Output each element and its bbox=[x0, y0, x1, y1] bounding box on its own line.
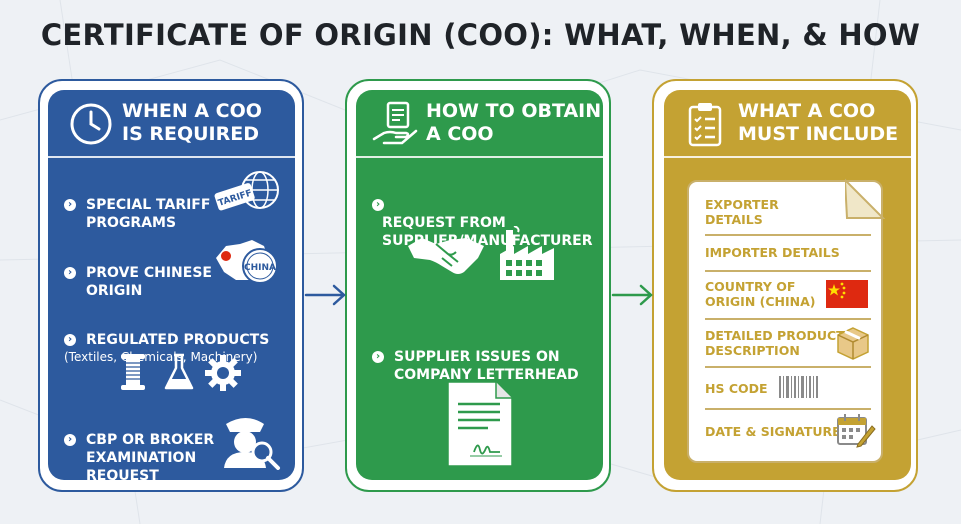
chevron-right-icon: › bbox=[64, 434, 76, 446]
divider bbox=[705, 318, 871, 320]
package-icon bbox=[837, 327, 869, 360]
chevron-right-icon: › bbox=[64, 199, 76, 211]
item-label: SPECIAL TARIFF PROGRAMS bbox=[86, 197, 211, 231]
list-item: › SUPPLIER ISSUES ON COMPANY LETTERHEAD bbox=[372, 330, 579, 384]
panel-heading: WHAT A COO MUST INCLUDE bbox=[738, 100, 899, 145]
officer-magnifier-icon bbox=[224, 418, 280, 470]
handshake-icon bbox=[408, 238, 484, 274]
page-title: CERTIFICATE OF ORIGIN (COO): WHAT, WHEN,… bbox=[40, 18, 921, 52]
panel-heading: WHEN A COO IS REQUIRED bbox=[122, 100, 262, 145]
clipboard-checklist-icon bbox=[688, 103, 722, 147]
when-coo-required-panel: WHEN A COO IS REQUIRED › SPECIAL TARIFF P… bbox=[48, 90, 295, 480]
calendar-pen-icon bbox=[837, 414, 876, 448]
panel-header: WHAT A COO MUST INCLUDE bbox=[664, 90, 911, 156]
china-map-stamp-icon: CHINA bbox=[216, 240, 278, 284]
doc-row-signature: DATE & SIGNATURE bbox=[705, 424, 841, 439]
chevron-right-icon: › bbox=[372, 199, 384, 211]
doc-row-product: DETAILED PRODUCT DESCRIPTION bbox=[705, 328, 845, 358]
item-label: PROVE CHINESE ORIGIN bbox=[86, 265, 212, 299]
doc-row-country: COUNTRY OF ORIGIN (CHINA) bbox=[705, 279, 816, 309]
barcode-icon bbox=[779, 376, 818, 398]
list-item: › SPECIAL TARIFF PROGRAMS bbox=[64, 178, 210, 232]
divider bbox=[705, 270, 871, 272]
tariff-tag-globe-icon: TARIFF bbox=[214, 171, 279, 211]
arrow-right-icon bbox=[304, 284, 346, 306]
gear-icon bbox=[205, 355, 241, 391]
doc-row-importer: IMPORTER DETAILS bbox=[705, 245, 840, 260]
page-fold-icon bbox=[845, 178, 885, 219]
chevron-right-icon: › bbox=[372, 351, 384, 363]
item-label: SUPPLIER ISSUES ON COMPANY LETTERHEAD bbox=[394, 349, 579, 383]
divider bbox=[705, 234, 871, 236]
list-item: › CBP OR BROKER EXAMINATION REQUEST bbox=[64, 413, 214, 480]
divider bbox=[705, 408, 871, 410]
panel-header: HOW TO OBTAIN A COO bbox=[356, 90, 603, 156]
coo-document-card: EXPORTER DETAILS IMPORTER DETAILS COUNTR… bbox=[687, 180, 883, 463]
item-label: CBP OR BROKER EXAMINATION REQUEST bbox=[86, 432, 215, 480]
hand-document-icon bbox=[372, 101, 418, 145]
doc-row-exporter: EXPORTER DETAILS bbox=[705, 197, 779, 227]
panel-heading: HOW TO OBTAIN A COO bbox=[426, 100, 602, 145]
chevron-right-icon: › bbox=[64, 267, 76, 279]
china-flag-icon bbox=[826, 280, 868, 308]
flask-icon bbox=[164, 353, 194, 390]
divider bbox=[356, 156, 603, 158]
doc-row-hscode: HS CODE bbox=[705, 381, 768, 396]
divider bbox=[664, 156, 911, 158]
chevron-right-icon: › bbox=[64, 334, 76, 346]
list-item: › PROVE CHINESE ORIGIN bbox=[64, 246, 212, 300]
thread-spool-icon bbox=[121, 354, 145, 390]
divider bbox=[48, 156, 295, 158]
how-to-obtain-coo-panel: HOW TO OBTAIN A COO ›REQUEST FROM SUPPLI… bbox=[356, 90, 603, 480]
arrow-right-icon bbox=[611, 284, 653, 306]
clock-icon bbox=[70, 103, 112, 145]
divider bbox=[705, 366, 871, 368]
signed-letter-icon bbox=[447, 381, 513, 467]
factory-icon bbox=[500, 226, 554, 280]
stamp-label: CHINA bbox=[244, 263, 276, 273]
item-label: REGULATED PRODUCTS bbox=[86, 332, 270, 348]
panel-header: WHEN A COO IS REQUIRED bbox=[48, 90, 295, 156]
